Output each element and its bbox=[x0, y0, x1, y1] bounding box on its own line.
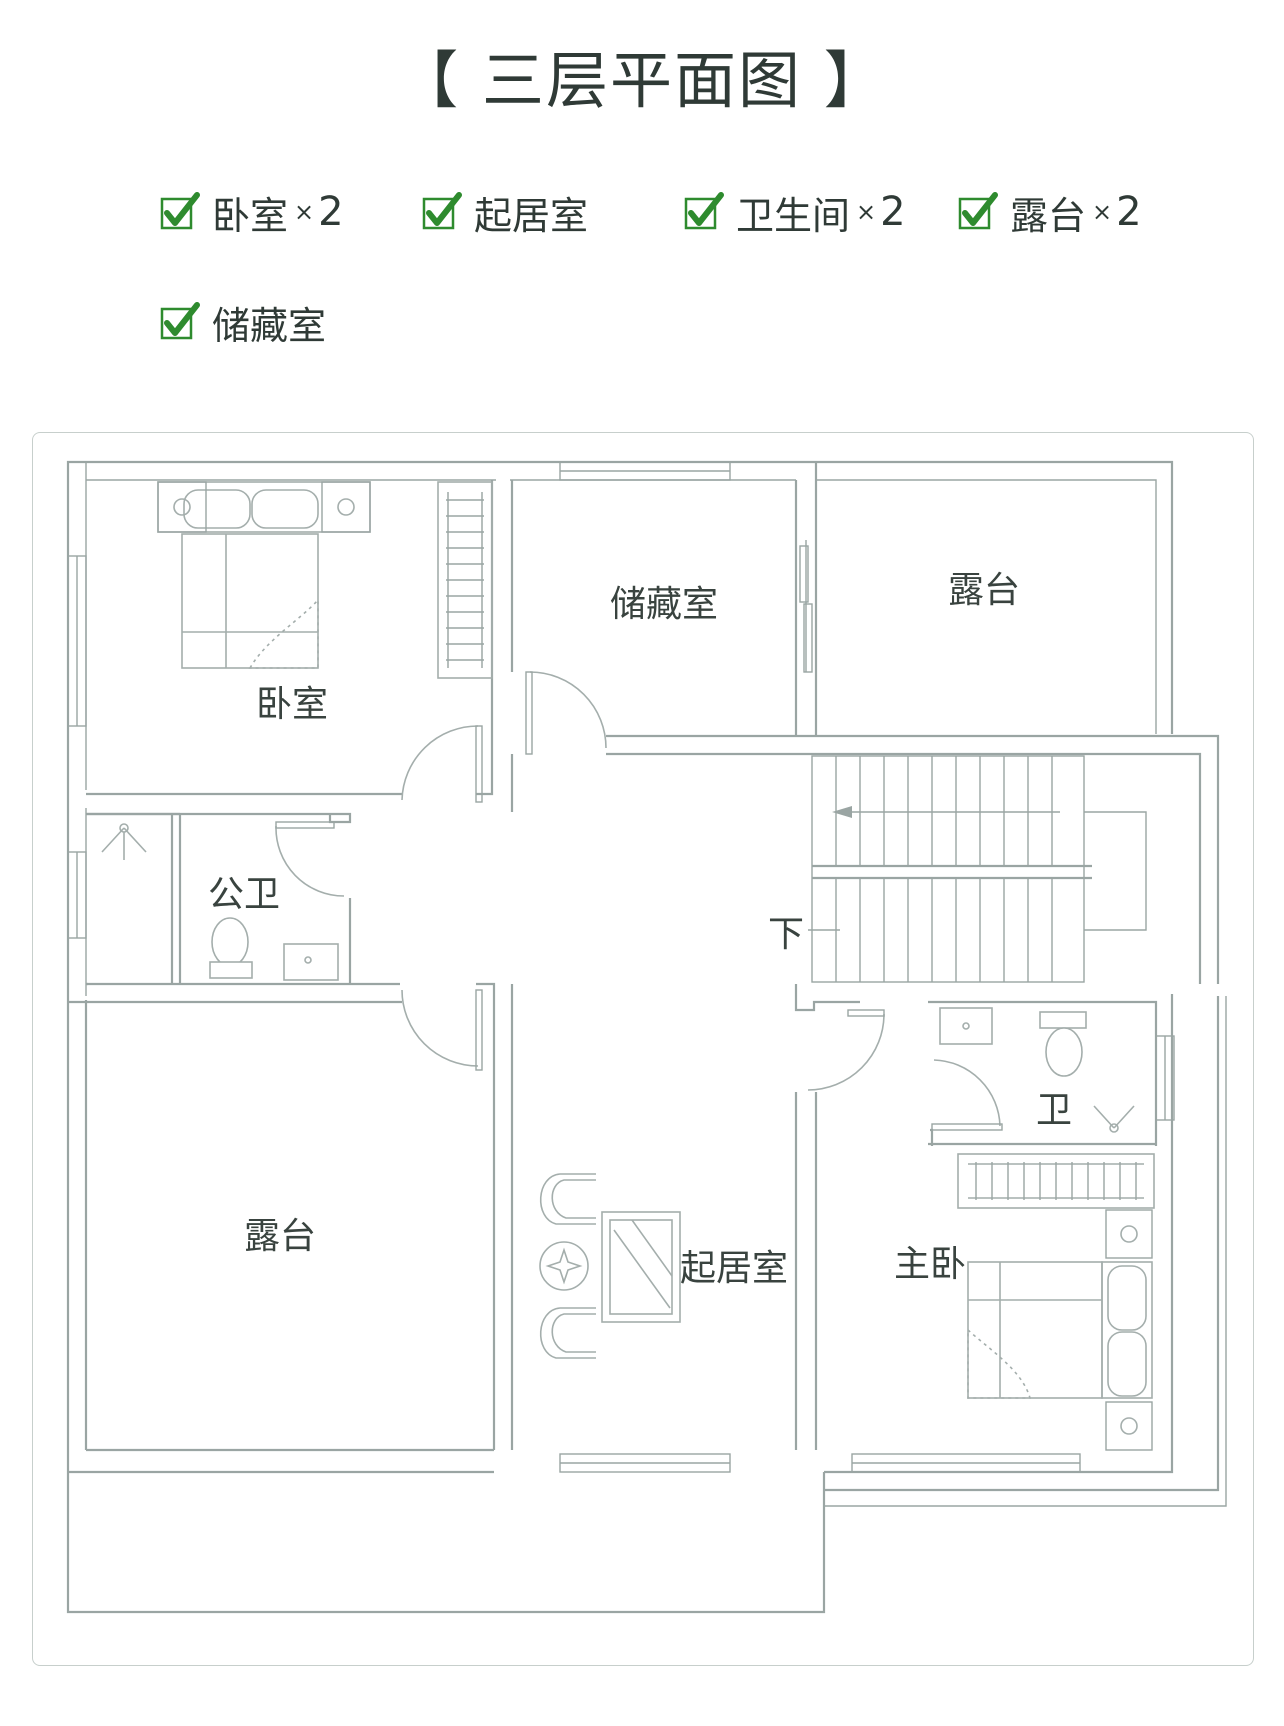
staircase bbox=[808, 755, 1147, 983]
room-label-terrace-sw: 露台 bbox=[244, 1216, 316, 1257]
feature-label: 卧室 bbox=[212, 193, 289, 238]
room-label-public-bath: 公卫 bbox=[208, 874, 280, 915]
feature-label: 起居室 bbox=[474, 193, 589, 238]
checkbox-checked-icon bbox=[160, 302, 200, 340]
room-label-bedroom: 卧室 bbox=[256, 684, 328, 725]
room-label-terrace-ne: 露台 bbox=[948, 570, 1020, 611]
feature-count: 2 bbox=[318, 189, 344, 235]
feature-multiplier: × bbox=[294, 198, 315, 226]
page-title: 【 三层平面图 】 bbox=[396, 44, 888, 117]
feature-terrace: 露台 × 2 bbox=[958, 186, 1142, 238]
feature-count: 2 bbox=[880, 189, 906, 235]
wardrobe-nw bbox=[437, 481, 493, 679]
wardrobe-master bbox=[957, 1153, 1155, 1209]
feature-bathroom: 卫生间 × 2 bbox=[684, 186, 906, 238]
room-label-master-bedroom: 主卧 bbox=[894, 1244, 966, 1285]
bed-master bbox=[967, 1209, 1153, 1451]
feature-multiplier: × bbox=[856, 198, 877, 226]
feature-count: 2 bbox=[1116, 189, 1142, 235]
checkbox-checked-icon bbox=[684, 192, 724, 230]
windows bbox=[67, 461, 1175, 1473]
checkbox-checked-icon bbox=[160, 192, 200, 230]
bed-nw bbox=[157, 481, 371, 669]
living-furniture bbox=[539, 1173, 681, 1359]
public-bath-fixtures bbox=[101, 823, 339, 981]
checkbox-checked-icon bbox=[958, 192, 998, 230]
feature-label: 露台 bbox=[1010, 193, 1087, 238]
feature-living-room: 起居室 bbox=[422, 186, 588, 238]
stairs-arrow-icon bbox=[832, 806, 852, 818]
plan-frame bbox=[32, 432, 1254, 1666]
feature-storage: 储藏室 bbox=[160, 296, 326, 348]
room-label-bath: 卫 bbox=[1036, 1090, 1072, 1131]
feature-label: 卫生间 bbox=[736, 193, 851, 238]
stairs-down-label: 下 bbox=[768, 914, 804, 955]
master-bath-fixtures bbox=[939, 1007, 1135, 1133]
interior-walls bbox=[68, 462, 1220, 1450]
room-label-storage: 储藏室 bbox=[610, 584, 718, 625]
feature-bedroom: 卧室 × 2 bbox=[160, 186, 344, 238]
room-label-living: 起居室 bbox=[680, 1248, 788, 1289]
feature-multiplier: × bbox=[1092, 198, 1113, 226]
checkbox-checked-icon bbox=[422, 192, 462, 230]
doors bbox=[275, 545, 1003, 1131]
feature-label: 储藏室 bbox=[212, 303, 327, 348]
